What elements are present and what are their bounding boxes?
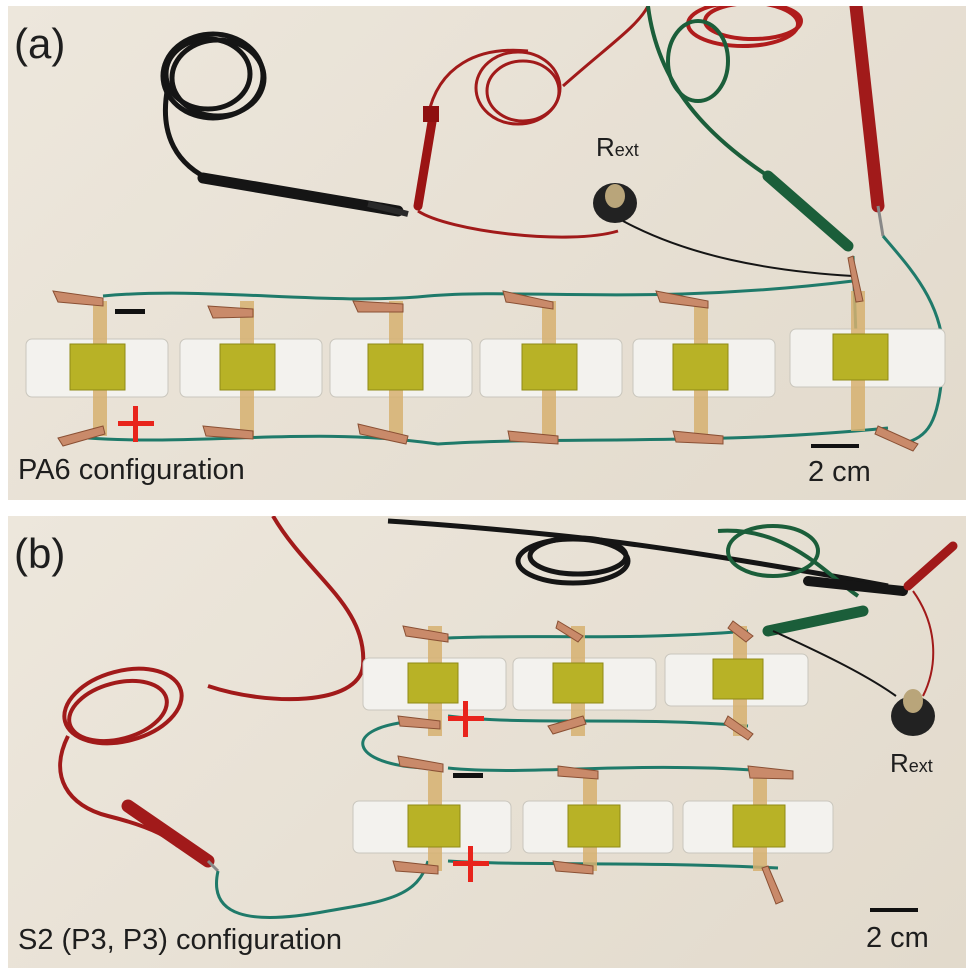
panel-b-label: (b) [14,530,66,577]
plus-sign-b-bottom [453,846,489,882]
panel-b-photo: (b) Rext S2 (P3, P3) configuration 2 cm [8,516,966,968]
cell [682,771,834,871]
minus-sign-a [115,309,145,314]
panel-a-photo: (a) Rext PA6 configuration 2 cm [8,6,966,500]
cell [362,626,507,736]
configuration-label-a: PA6 configuration [18,454,245,486]
alligator-clips-b [392,620,794,905]
red-probe-right [849,6,885,237]
cell [512,626,657,736]
plus-sign-b-top [448,701,484,737]
rext-label-b: Rext [890,748,933,779]
cell [479,301,623,436]
red-cable-a [417,6,650,239]
red-cable-b [58,516,366,848]
black-cable-coil [160,31,267,184]
black-cable-coil-b [387,518,889,589]
scale-bar-label-b: 2 cm [866,922,929,954]
red-clip-probe-a [413,106,439,211]
scale-bar-b [870,908,918,912]
rext-label-sub: ext [908,756,933,776]
panel-a-scene [25,6,946,452]
green-probe [762,170,854,252]
panel-a-label: (a) [14,20,66,67]
cell [179,301,323,436]
rext-label-main: R [890,748,909,778]
rext-resistor-b [772,630,935,736]
cell [632,301,776,436]
red-cable-coil-top [686,6,803,48]
cell [664,626,809,736]
rext-resistor-a [593,183,854,277]
minus-sign-b [453,773,483,778]
black-probe-b [803,576,908,596]
rext-label-main: R [596,132,615,162]
cell [329,301,473,436]
cell [25,301,169,436]
cell [352,771,512,871]
cell [522,771,674,871]
black-probe [197,172,409,217]
cell-row-a [25,291,946,436]
plus-sign-a [118,406,154,442]
configuration-label-b: S2 (P3, P3) configuration [18,924,343,956]
red-probe-top-right-b [903,541,958,697]
rext-label-a: Rext [596,132,639,163]
scale-bar-label-a: 2 cm [808,456,871,488]
cell-row-b-top [362,626,809,736]
rext-label-sub: ext [614,140,639,160]
scale-bar-a [811,444,859,448]
alligator-clips-a [52,255,919,452]
red-probe-b [121,799,220,873]
panel-b-scene [58,516,958,919]
green-probe-b [762,605,869,637]
green-cable-a [646,6,770,178]
cell-row-b-bottom [352,771,834,871]
cell [789,291,946,431]
